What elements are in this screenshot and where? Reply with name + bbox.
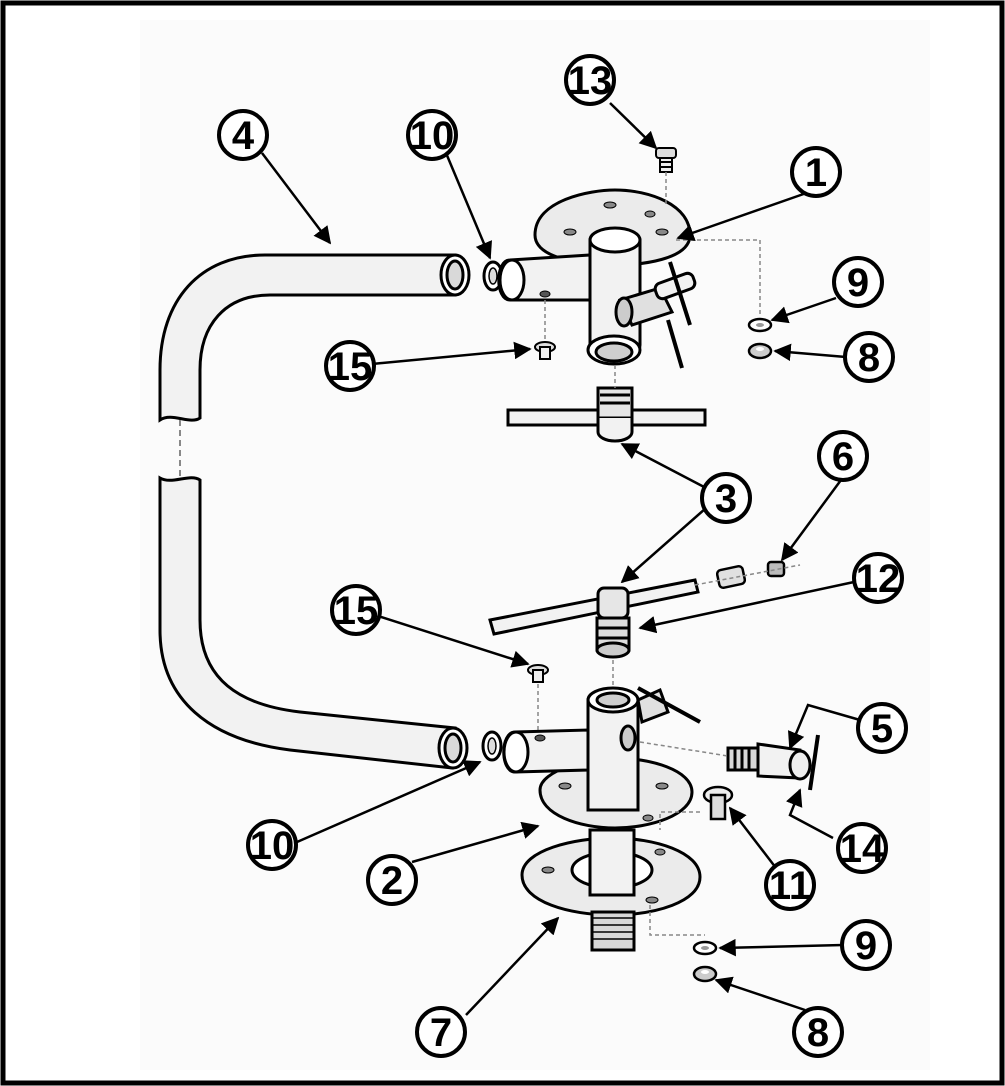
callout-10-upper-label: 10: [410, 114, 455, 158]
callout-15-upper-label: 15: [328, 345, 373, 389]
callout-8-lower-label: 8: [807, 1011, 829, 1055]
part-5-valve: [726, 742, 812, 781]
callout-8-upper-label: 8: [858, 336, 880, 380]
callout-15-upper: 15: [324, 340, 376, 392]
part-8-nut-lower: [692, 965, 718, 983]
callout-14-label: 14: [840, 827, 885, 871]
callout-5: 5: [856, 702, 908, 754]
leader-upper-bolt: [676, 239, 761, 315]
callout-6: 6: [817, 430, 869, 482]
part-15-screw-lower: [527, 664, 549, 683]
leader-11-axis: [659, 811, 700, 830]
part-8-nut-upper: [747, 342, 773, 360]
part-9-washer-upper: [747, 317, 773, 333]
callout-3-label: 3: [715, 477, 737, 521]
callout-6-label: 6: [832, 435, 854, 479]
callout-9-lower-label: 9: [855, 924, 877, 968]
callout-9-lower: 9: [840, 919, 892, 971]
callout-12-label: 12: [856, 557, 901, 601]
part-11-bolt: [702, 785, 734, 821]
callout-2: 2: [366, 854, 418, 906]
leader-lower-bolt: [649, 905, 705, 936]
callout-4-label: 4: [232, 114, 255, 158]
callout-8-upper: 8: [843, 331, 895, 383]
callout-5-label: 5: [871, 707, 893, 751]
part-14-handle: [808, 734, 820, 791]
leader-6-axis: [694, 564, 801, 586]
callout-7: 7: [415, 1006, 467, 1058]
part-6-nozzle: [715, 560, 786, 590]
part-9-washer-lower: [692, 940, 718, 956]
callout-13-label: 13: [568, 59, 613, 103]
callout-15-lower-label: 15: [334, 589, 379, 633]
part-15-screw-upper: [534, 341, 556, 360]
callout-1-label: 1: [805, 151, 827, 195]
part-3-spray-arm-upper: [506, 386, 707, 443]
callout-4: 4: [217, 109, 269, 161]
part-1-upper-manifold: [497, 188, 697, 369]
part-2-lower-manifold: [502, 686, 701, 830]
part-10-o-ring-lower: [481, 730, 503, 762]
callout-14: 14: [836, 822, 888, 874]
callout-9-upper: 9: [832, 256, 884, 308]
callout-10-lower: 10: [246, 819, 298, 871]
callout-8-lower: 8: [792, 1006, 844, 1058]
leader-5-axis: [639, 741, 729, 757]
part-13-screw: [655, 147, 677, 173]
callout-10-lower-label: 10: [250, 824, 295, 868]
callout-1: 1: [790, 146, 842, 198]
callout-13: 13: [564, 54, 616, 106]
callout-10-upper: 10: [406, 109, 458, 161]
part-4-bent-tube: [158, 253, 471, 770]
callout-9-upper-label: 9: [847, 261, 869, 305]
callout-15-lower: 15: [330, 584, 382, 636]
part-12-bearing: [595, 616, 631, 659]
callout-7-label: 7: [430, 1011, 452, 1055]
callout-11: 11: [764, 859, 816, 911]
part-7-flange: [520, 828, 702, 952]
callout-12: 12: [852, 552, 904, 604]
callout-11-label: 11: [769, 864, 811, 908]
callout-3: 3: [700, 472, 752, 524]
leader-arrows: [261, 102, 861, 1016]
callout-2-label: 2: [381, 859, 403, 903]
